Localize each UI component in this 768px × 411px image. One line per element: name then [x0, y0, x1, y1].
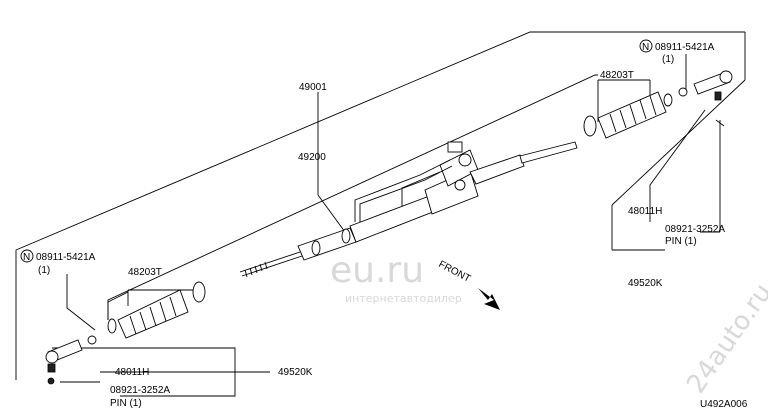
nut-symbol-right-letter: N [642, 42, 649, 53]
watermark-subtitle: интернетавтодилер [345, 292, 462, 305]
label-socket-right: 49520K [628, 278, 663, 289]
nut-symbol-left: N [20, 249, 34, 263]
label-socket-left: 49520K [278, 367, 313, 378]
leader-lines [52, 54, 721, 397]
boot-left [107, 281, 206, 339]
boot-right [583, 91, 673, 139]
nut-circle-icon [639, 39, 653, 53]
front-label: FRONT [437, 259, 473, 285]
label-pin-right: 08921-3252A [665, 224, 725, 235]
label-nut-right-qty: (1) [662, 54, 674, 65]
label-end-right: 48011H [628, 206, 662, 217]
watermark: eu.ru интернетавтодилер 24auto.ru [330, 250, 768, 399]
tie-rod-end-left [45, 335, 97, 385]
tie-rod-end-right [678, 70, 733, 127]
front-arrow-icon [478, 288, 500, 310]
label-49200: 49200 [298, 152, 326, 163]
nut-circle-icon [20, 249, 34, 263]
doc-code: U492A006 [700, 399, 748, 410]
label-pin-left-sub: PIN (1) [110, 398, 142, 409]
label-boot-left: 48203T [128, 267, 162, 278]
label-nut-left-qty: (1) [38, 265, 50, 276]
watermark-logo: eu.ru [330, 250, 424, 291]
nut-symbol-left-letter: N [23, 252, 30, 263]
part-labels: 49001 49200 08911-5421A (1) 48203T 48011… [36, 42, 748, 410]
label-pin-left: 08921-3252A [110, 385, 170, 396]
rack-assembly [239, 141, 578, 278]
label-nut-right: 08911-5421A [655, 42, 715, 53]
nut-symbol-right: N [639, 39, 653, 53]
label-end-left: 48011H [115, 367, 149, 378]
watermark-corner: 24auto.ru [681, 278, 768, 399]
label-pin-right-sub: PIN (1) [665, 236, 697, 247]
label-49001: 49001 [299, 82, 327, 93]
label-boot-right: 48203T [600, 70, 634, 81]
label-nut-left: 08911-5421A [36, 252, 96, 263]
